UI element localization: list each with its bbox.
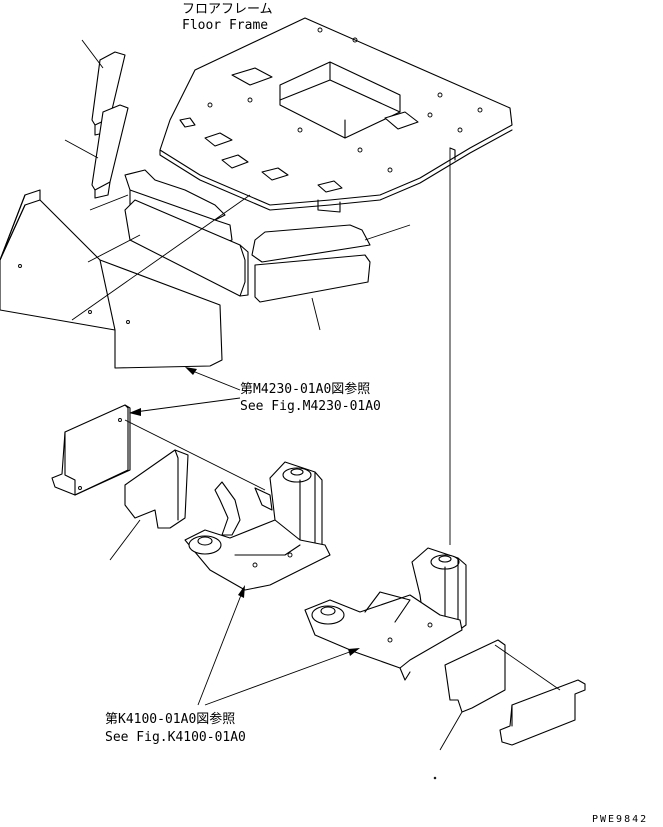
foam-pads-right bbox=[251, 224, 371, 303]
foam-block-left bbox=[124, 449, 189, 529]
reference-label-k4100-jp: 第K4100-01A0図参照 bbox=[105, 711, 235, 727]
bracket-plate-right bbox=[499, 679, 586, 746]
drawing-code: PWE9842 bbox=[592, 814, 648, 825]
leader-lines bbox=[64, 39, 561, 780]
reference-label-m4230-jp: 第M4230-01A0図参照 bbox=[240, 381, 370, 397]
floor-frame bbox=[159, 17, 513, 213]
reference-label-k4100-en: See Fig.K4100-01A0 bbox=[105, 730, 246, 745]
foam-pads-left bbox=[91, 51, 249, 297]
bracket-plate-left bbox=[51, 404, 131, 496]
cover-panel bbox=[0, 189, 223, 369]
mount-assembly-rear bbox=[304, 547, 467, 681]
floor-frame-label-en: Floor Frame bbox=[182, 18, 268, 33]
mount-assembly-front bbox=[184, 461, 331, 591]
foam-block-right bbox=[444, 639, 506, 713]
reference-label-m4230-en: See Fig.M4230-01A0 bbox=[240, 399, 381, 414]
floor-frame-label-jp: フロアフレーム bbox=[182, 2, 273, 17]
reference-arrows bbox=[129, 367, 360, 706]
